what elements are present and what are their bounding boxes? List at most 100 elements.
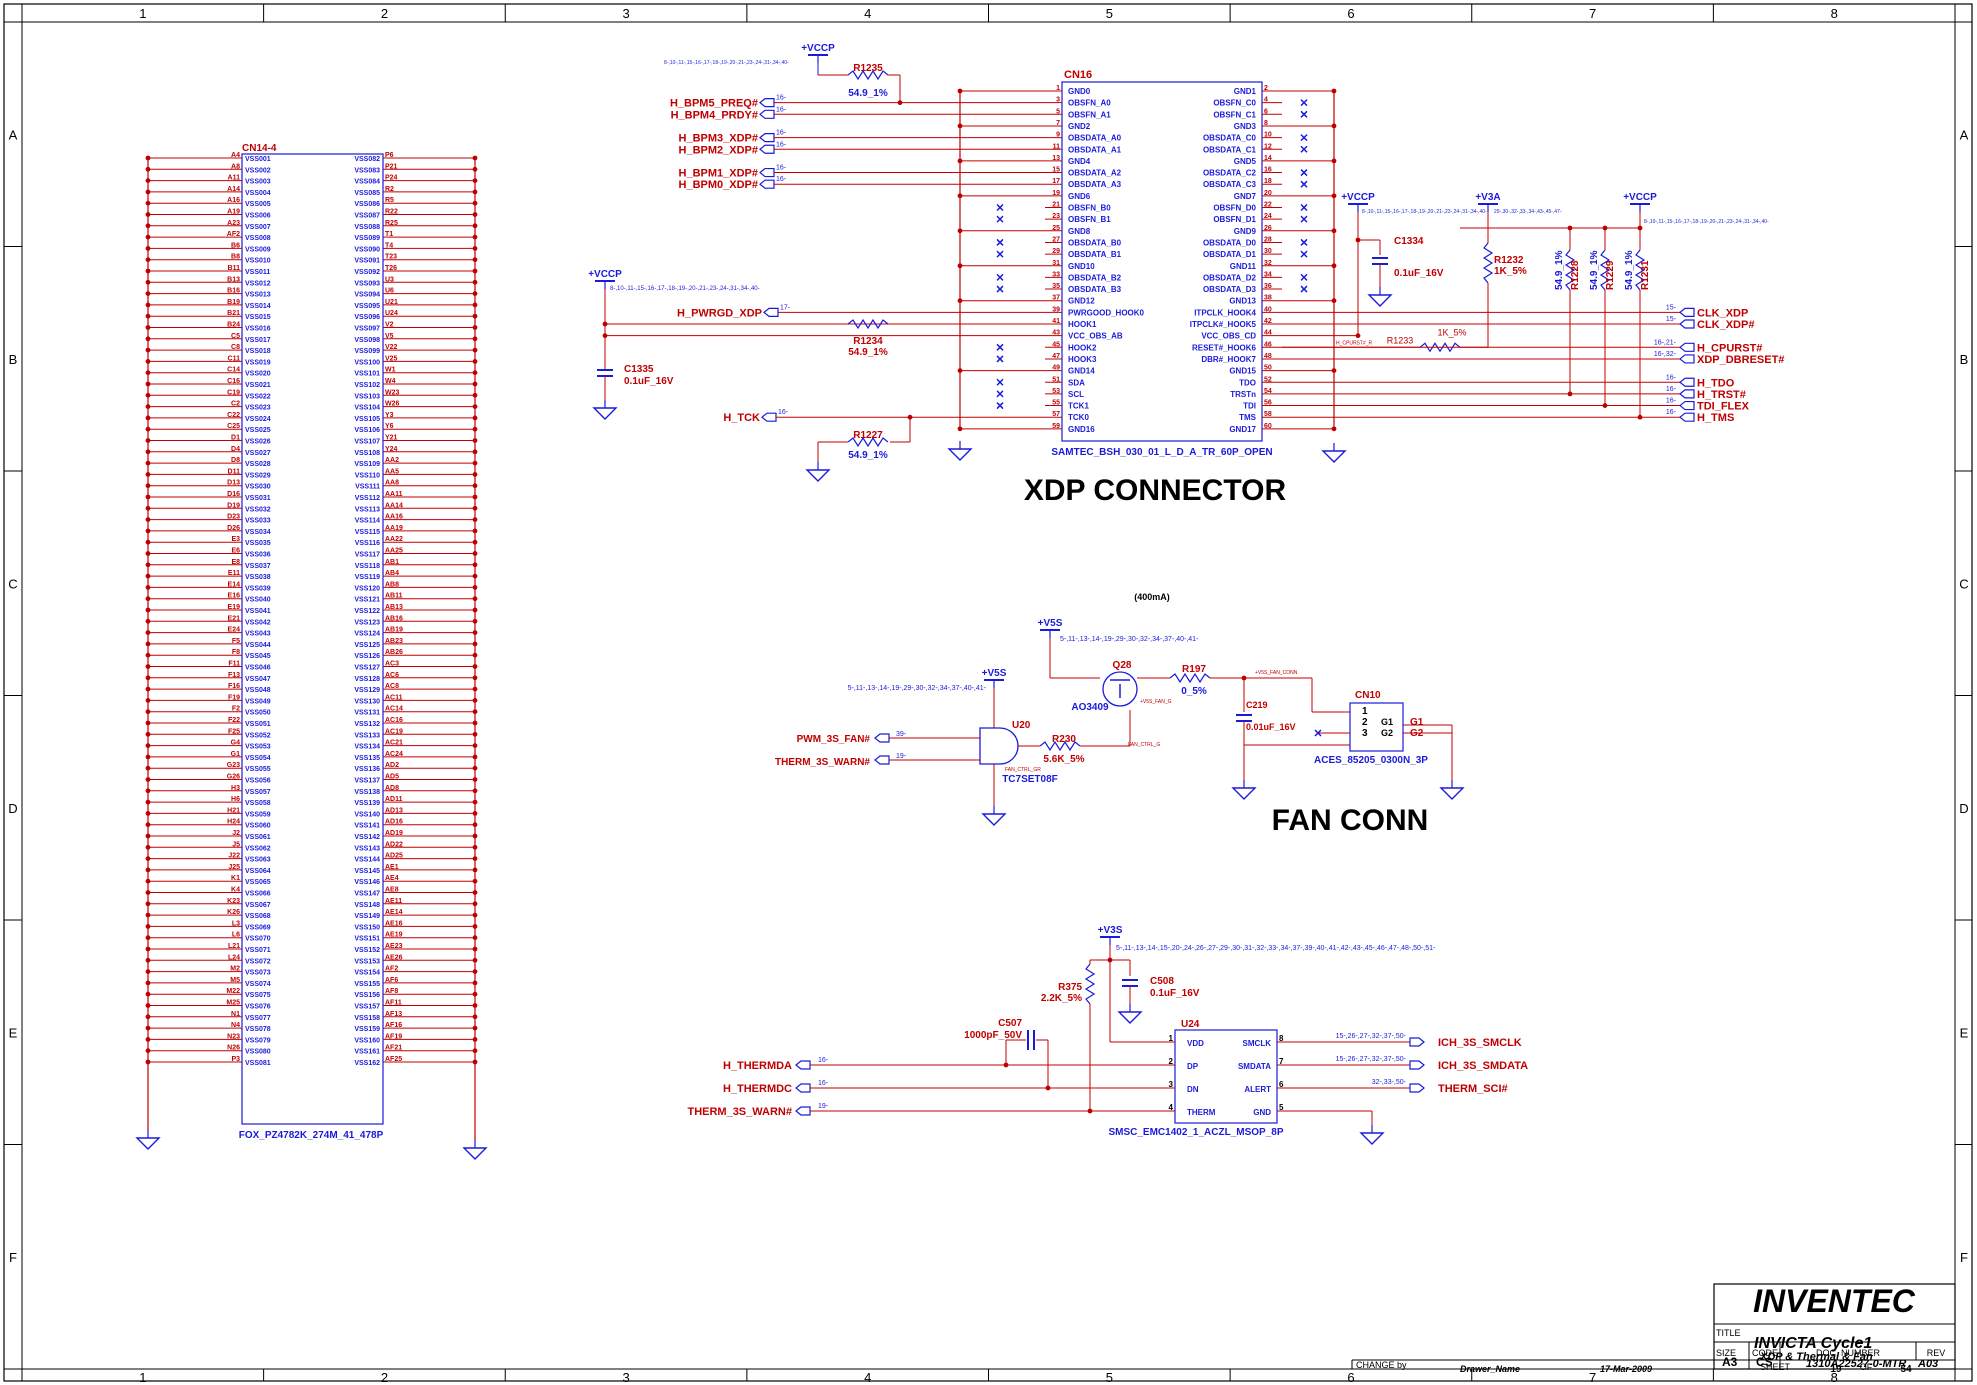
u24-right-pin-number: 5 bbox=[1279, 1103, 1284, 1112]
cn14-left-pin-number: D26 bbox=[227, 525, 240, 532]
cn14-right-pin-number: Y24 bbox=[385, 446, 398, 453]
nc-stroke bbox=[1300, 250, 1308, 258]
cn16-right-pin-name: GND9 bbox=[1234, 227, 1257, 236]
cn14-right-pin-name: VSS126 bbox=[354, 653, 380, 660]
cn14-left-pin-number: H24 bbox=[227, 819, 240, 826]
cn14-right-pin-name: VSS130 bbox=[354, 698, 380, 705]
cn14-right-pin-number: AF2 bbox=[385, 966, 398, 973]
cn14-left-pin-number: G23 bbox=[227, 762, 240, 769]
cn14-right-pin-number: AE1 bbox=[385, 864, 399, 871]
cn14-left-pin-name: VSS047 bbox=[245, 676, 271, 683]
cn14-left-pin-name: VSS012 bbox=[245, 280, 271, 287]
xdp-connector-section: CN16SAMTEC_BSH_030_01_L_D_A_TR_60P_OPEN1… bbox=[588, 43, 1784, 507]
no-connect-mark bbox=[1300, 285, 1308, 293]
nc-stroke bbox=[1300, 145, 1308, 153]
cn14-right-pin-number: AB23 bbox=[385, 638, 403, 645]
cn14-right-pin-name: VSS160 bbox=[354, 1037, 380, 1044]
cn14-right-pin-name: VSS146 bbox=[354, 879, 380, 886]
no-connect-mark bbox=[996, 390, 1004, 398]
u24-left-pin-name: DP bbox=[1187, 1062, 1199, 1071]
nc-stroke bbox=[996, 203, 1004, 212]
cn16-left-pin-number: 43 bbox=[1052, 330, 1060, 337]
thermal-left-net-ref: 16- bbox=[818, 1057, 829, 1064]
cn16-right-pin-number: 38 bbox=[1264, 295, 1272, 302]
ground-symbol bbox=[1359, 1125, 1385, 1145]
power-label: +VCCP bbox=[1623, 192, 1657, 203]
cn16-left-pin-name: OBSFN_B1 bbox=[1068, 215, 1111, 224]
cn14-left-pin-number: B6 bbox=[231, 242, 240, 249]
u24-body bbox=[1174, 1029, 1278, 1124]
cn16-right-pin-name: OBSFN_D0 bbox=[1213, 204, 1256, 213]
xdp-right-net-ref: 16- bbox=[1666, 386, 1677, 393]
cn14-left-pin-name: VSS002 bbox=[245, 167, 271, 174]
xdp-right-net-flag bbox=[1679, 412, 1695, 422]
xdp-right-net-flag bbox=[1679, 389, 1695, 399]
cn16-left-pin-number: 39 bbox=[1052, 306, 1060, 313]
fan-ctrl-g-label: FAN_CTRL_G bbox=[1128, 742, 1160, 748]
thermal-right-net-flag bbox=[1409, 1083, 1425, 1093]
u24-left-pin-number: 2 bbox=[1169, 1057, 1174, 1066]
column-label: 8 bbox=[1831, 6, 1838, 21]
cn14-left-pin-number: E11 bbox=[228, 570, 240, 577]
row-label: E bbox=[1960, 1025, 1969, 1040]
no-connect-mark bbox=[1300, 180, 1308, 188]
r1235-resistor bbox=[847, 69, 889, 81]
cn16-right-pin-number: 50 bbox=[1264, 365, 1272, 372]
cn14-left-pin-number: J5 bbox=[232, 841, 240, 848]
cn14-left-pin-name: VSS066 bbox=[245, 891, 271, 898]
r197-ref: R197 bbox=[1182, 664, 1206, 675]
nc-stroke bbox=[996, 355, 1004, 363]
cn14-left-pin-number: B21 bbox=[227, 310, 240, 317]
thermal-sensor-section: U24SMSC_EMC1402_1_ACZL_MSOP_8PVDD1SMCLK8… bbox=[687, 925, 1528, 1145]
cn14-right-pin-name: VSS155 bbox=[354, 981, 380, 988]
no-connect-mark bbox=[1300, 99, 1308, 107]
no-connect-mark bbox=[996, 238, 1004, 246]
cn16-right-pin-number: 8 bbox=[1264, 120, 1268, 127]
cn14-right-pin-number: AC6 bbox=[385, 672, 399, 679]
cn16-right-pin-number: 4 bbox=[1264, 97, 1268, 104]
cn16-left-pin-name: OBSDATA_A0 bbox=[1068, 134, 1122, 143]
cn14-left-pin-name: VSS005 bbox=[245, 201, 271, 208]
cn14-left-pin-number: F22 bbox=[228, 717, 240, 724]
cn14-left-pin-number: C19 bbox=[227, 389, 240, 396]
cn16-left-pin-name: HOOK3 bbox=[1068, 355, 1097, 364]
xdp-left-net-ref: 16- bbox=[776, 130, 787, 137]
ground-symbol bbox=[462, 1140, 488, 1160]
cn14-left-pin-name: VSS017 bbox=[245, 337, 271, 344]
cn16-right-pin-number: 6 bbox=[1264, 108, 1268, 115]
xdp-left-net-flag bbox=[759, 133, 775, 143]
cn14-left-pin-name: VSS050 bbox=[245, 710, 271, 717]
cn14-left-pin-name: VSS062 bbox=[245, 845, 271, 852]
cn14-right-pin-number: AA14 bbox=[385, 502, 403, 509]
ground-symbol bbox=[805, 462, 831, 482]
thermal-left-net-ref: 19- bbox=[818, 1103, 829, 1110]
cn14-left-pin-number: C11 bbox=[228, 355, 241, 362]
cn14-left-pin-name: VSS039 bbox=[245, 585, 271, 592]
cn16-right-pin-name: GND3 bbox=[1234, 122, 1257, 131]
no-connect-mark bbox=[1300, 110, 1308, 118]
power-rail: +VCCP bbox=[1341, 192, 1375, 212]
cn14-left-pin-name: VSS051 bbox=[245, 721, 271, 728]
c1335-value: 0.1uF_16V bbox=[624, 376, 674, 387]
cn14-left-pin-name: VSS022 bbox=[245, 393, 271, 400]
ground-symbol bbox=[947, 441, 973, 461]
u24-left-pin-name: DN bbox=[1187, 1085, 1199, 1094]
cn14-right-pin-name: VSS111 bbox=[355, 484, 380, 491]
xdp-left-net-label: H_BPM0_XDP# bbox=[679, 179, 758, 191]
cn14-left-pin-name: VSS059 bbox=[245, 811, 271, 818]
column-label: 4 bbox=[864, 6, 871, 21]
cn14-right-pin-number: AC24 bbox=[385, 751, 403, 758]
cn14-right-pin-number: P6 bbox=[385, 152, 394, 159]
cn16-right-pin-number: 54 bbox=[1264, 388, 1272, 395]
cn14-left-pin-number: K1 bbox=[231, 875, 240, 882]
thermal-left-net-flag bbox=[795, 1083, 811, 1093]
cn16-left-pin-name: GND2 bbox=[1068, 122, 1091, 131]
cn14-right-pin-number: AA25 bbox=[385, 548, 403, 555]
cn16-left-pin-name: OBSDATA_A2 bbox=[1068, 169, 1122, 178]
cn16-right-pin-name: GND13 bbox=[1229, 297, 1256, 306]
cn14-left-pin-name: VSS065 bbox=[245, 879, 271, 886]
row-label: C bbox=[8, 576, 17, 591]
cn16-left-pin-number: 17 bbox=[1052, 178, 1060, 185]
power-rail: +V5S bbox=[1038, 618, 1063, 638]
